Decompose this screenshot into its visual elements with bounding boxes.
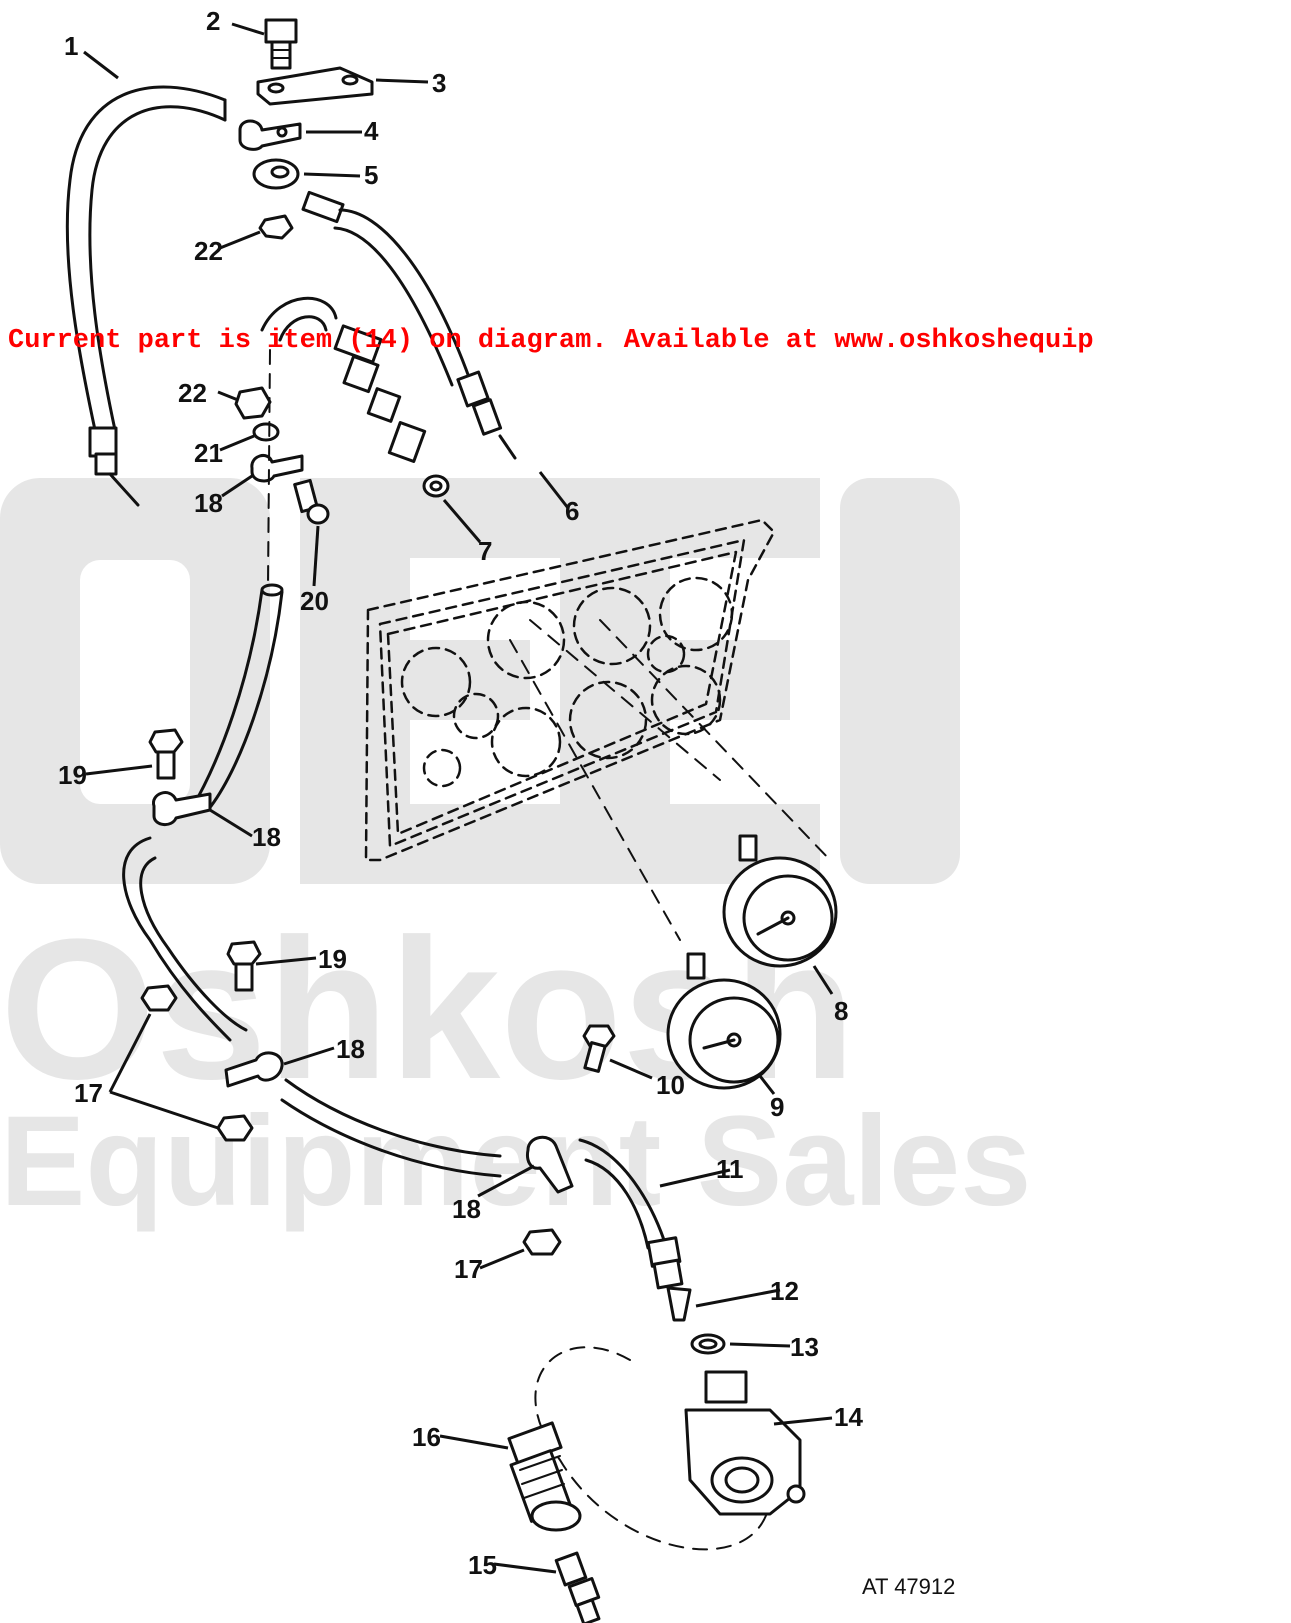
callout-5: 5 xyxy=(364,160,378,190)
fitting-12 xyxy=(666,1286,692,1322)
washer-7 xyxy=(422,474,450,498)
callout-1: 1 xyxy=(64,31,78,61)
callout-13: 13 xyxy=(790,1332,819,1362)
callout-17-left: 17 xyxy=(74,1078,103,1108)
hose-6 xyxy=(301,190,517,460)
hose-1 xyxy=(65,85,227,507)
fitting-15 xyxy=(554,1551,601,1623)
clamp-4 xyxy=(238,119,302,151)
instrument-panel xyxy=(364,518,776,862)
callout-11: 11 xyxy=(716,1154,744,1184)
assembly-lines xyxy=(267,349,831,1551)
callout-7: 7 xyxy=(478,536,492,566)
hose-lower-middle xyxy=(280,1078,502,1178)
callout-6: 6 xyxy=(565,496,579,526)
nut-17-right xyxy=(522,1228,562,1256)
callout-18-top: 18 xyxy=(194,488,223,518)
callout-16: 16 xyxy=(412,1422,441,1452)
callout-3: 3 xyxy=(432,68,446,98)
adapter-16 xyxy=(507,1421,582,1532)
watermark: Oshkosh Equipment Sales xyxy=(0,478,1031,1233)
callout-4: 4 xyxy=(364,116,379,146)
plate-3 xyxy=(256,66,374,106)
callout-18-right: 18 xyxy=(452,1194,481,1224)
figure-id: AT 47912 xyxy=(862,1574,956,1599)
callout-18-lower: 18 xyxy=(336,1034,365,1064)
clamp-18-lower xyxy=(224,1051,284,1088)
callout-12: 12 xyxy=(770,1276,799,1306)
callout-8: 8 xyxy=(834,996,848,1026)
callout-20: 20 xyxy=(300,586,329,616)
availability-banner: Current part is item (14) on diagram. Av… xyxy=(8,326,1094,356)
callout-2: 2 xyxy=(206,6,220,36)
callout-22-top: 22 xyxy=(194,236,223,266)
callout-17-right: 17 xyxy=(454,1254,483,1284)
callout-numbers: 1 2 3 4 5 22 6 22 21 18 20 7 19 18 19 17… xyxy=(58,6,863,1580)
hose-mid-vertical xyxy=(190,583,284,812)
nut-17-upper xyxy=(140,984,178,1012)
hose-11 xyxy=(578,1138,684,1290)
callout-leaders xyxy=(83,22,834,1574)
callout-18-mid: 18 xyxy=(252,822,281,852)
bolt-19-lower xyxy=(226,940,262,992)
callout-19-top: 19 xyxy=(58,760,87,790)
gauge-9 xyxy=(666,952,782,1090)
hose-lower-left xyxy=(122,836,248,1042)
washer-13 xyxy=(690,1333,726,1355)
watermark-line2: Equipment Sales xyxy=(0,1090,1031,1233)
callout-21: 21 xyxy=(194,438,223,468)
callout-19-lower: 19 xyxy=(318,944,347,974)
parts xyxy=(65,18,838,1623)
callout-22-mid: 22 xyxy=(178,378,207,408)
bolt-20 xyxy=(293,478,330,525)
clamp-18-right xyxy=(526,1135,574,1194)
callout-14: 14 xyxy=(834,1402,863,1432)
bolt-19-top xyxy=(148,728,184,780)
clamp-18-top xyxy=(250,453,304,483)
callout-15: 15 xyxy=(468,1550,497,1580)
bolt-10 xyxy=(582,1024,616,1073)
callout-9: 9 xyxy=(770,1092,784,1122)
sender-14 xyxy=(684,1370,806,1516)
nut-22-mid xyxy=(234,386,272,420)
nut-17-lower xyxy=(216,1114,254,1142)
hose-upper-center xyxy=(260,296,427,463)
bolt-2 xyxy=(264,18,298,70)
callout-10: 10 xyxy=(656,1070,685,1100)
nut-22-top xyxy=(258,214,294,240)
washer-21 xyxy=(252,422,280,442)
gauge-8 xyxy=(722,834,838,968)
washer-5 xyxy=(252,158,300,190)
